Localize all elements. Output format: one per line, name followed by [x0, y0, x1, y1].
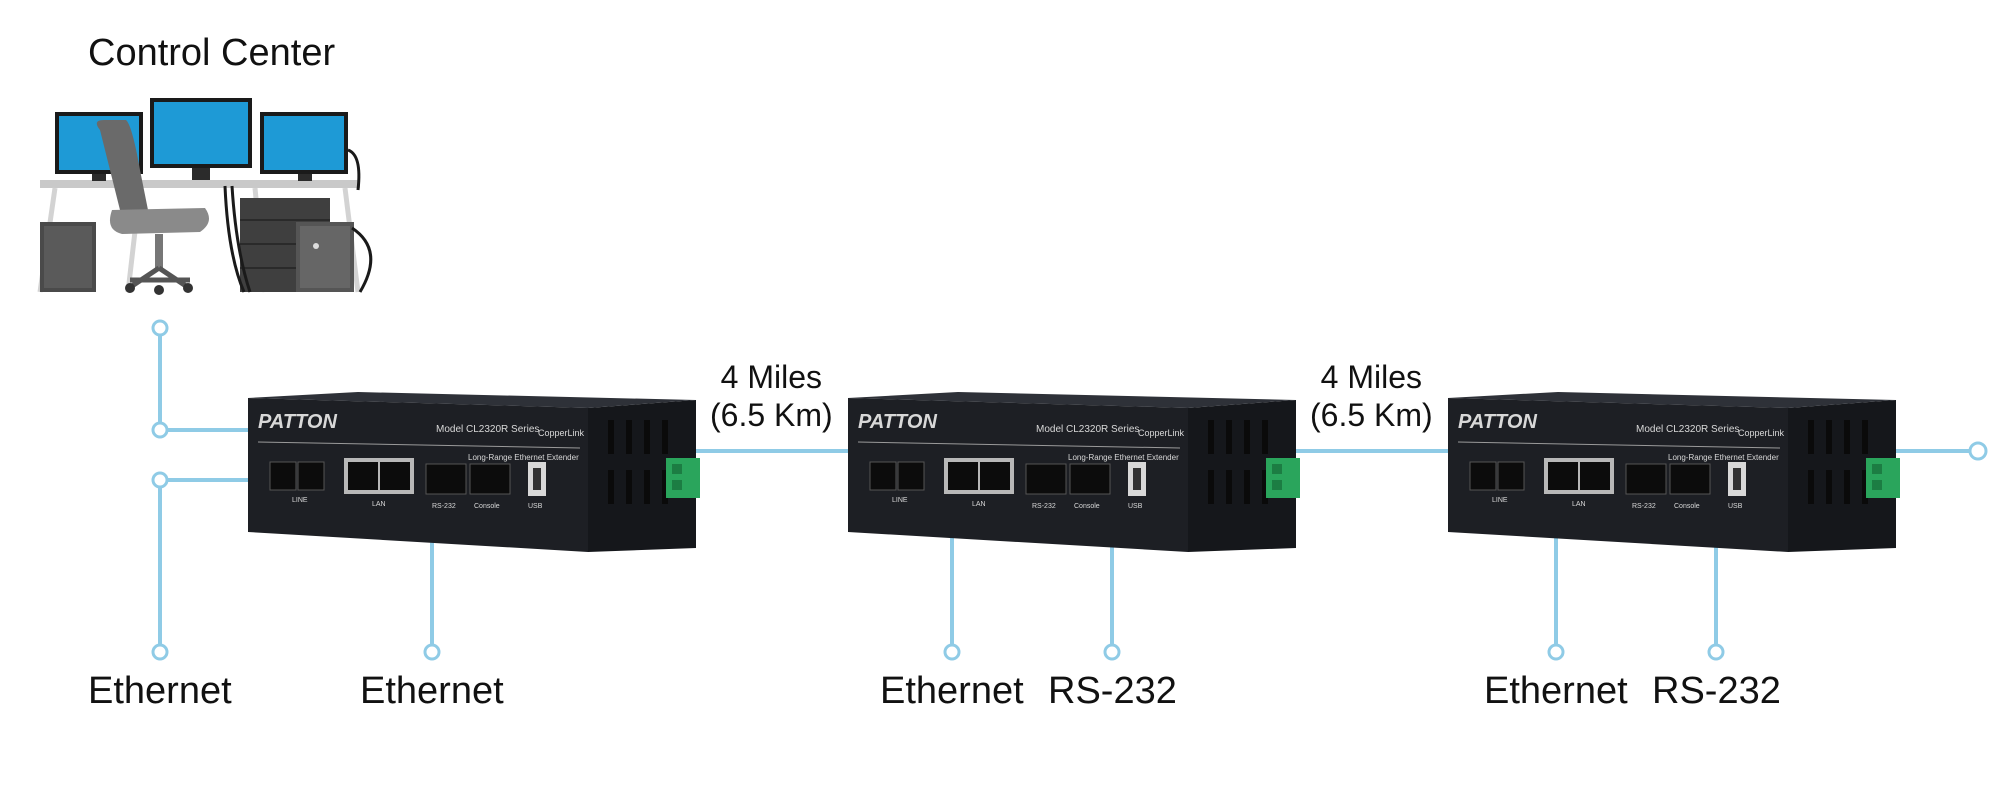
desk-top [40, 180, 360, 188]
svg-text:USB: USB [1728, 503, 1743, 510]
console-port [1069, 463, 1111, 495]
svg-text:USB: USB [1128, 503, 1143, 510]
connector-node [151, 643, 169, 661]
connector-node [151, 421, 169, 439]
monitor-stand [92, 174, 106, 181]
subtitle-text: Long-Range Ethernet Extender [1668, 453, 1779, 462]
link-distance-km: (6.5 Km) [710, 397, 833, 433]
link-distance-miles: 4 Miles [1320, 359, 1423, 395]
console-port [1669, 463, 1711, 495]
series-text: CopperLink [1738, 428, 1785, 438]
label-device2-ethernet: Ethernet [880, 670, 1024, 712]
brand-logo: PATTON [258, 411, 337, 433]
connector-node [1547, 643, 1565, 661]
rj45-port [269, 461, 297, 491]
label-ethernet-control: Ethernet [88, 670, 232, 712]
brand-logo: PATTON [1458, 411, 1537, 433]
rs232-port [425, 463, 467, 495]
svg-text:Console: Console [1674, 503, 1700, 510]
rj45-port [297, 461, 325, 491]
model-text: Model CL2320R Series [1636, 424, 1739, 435]
rj45-port [1497, 461, 1525, 491]
ethernet-extender-device: PATTON Model CL2320R SeriesCopperLinkLong… [248, 392, 700, 552]
terminal-block [1266, 458, 1300, 498]
monitor-screen [264, 116, 344, 170]
link-distance-2: 4 Miles (6.5 Km) [1310, 358, 1433, 434]
svg-text:LINE: LINE [292, 497, 308, 504]
connector-node [423, 643, 441, 661]
svg-text:RS-232: RS-232 [1632, 503, 1656, 510]
pc-tower-panel [300, 226, 350, 288]
connector-node [1103, 643, 1121, 661]
rj45-port [869, 461, 897, 491]
label-device2-rs232: RS-232 [1048, 670, 1177, 712]
rs232-port [1025, 463, 1067, 495]
ethernet-extender-device: PATTON Model CL2320R SeriesCopperLinkLong… [1448, 392, 1900, 552]
link-distance-1: 4 Miles (6.5 Km) [710, 358, 833, 434]
rj45-port [348, 462, 378, 490]
svg-text:USB: USB [528, 503, 543, 510]
rj45-port [1548, 462, 1578, 490]
monitor-cable [347, 148, 361, 191]
svg-text:LAN: LAN [1572, 501, 1586, 508]
subtitle-text: Long-Range Ethernet Extender [1068, 453, 1179, 462]
rj45-port [1580, 462, 1610, 490]
rj45-port [897, 461, 925, 491]
monitor-screen [154, 102, 248, 164]
model-text: Model CL2320R Series [1036, 424, 1139, 435]
svg-text:Console: Console [1074, 503, 1100, 510]
label-device3-rs232: RS-232 [1652, 670, 1781, 712]
terminal-block [1866, 458, 1900, 498]
connector-node [1968, 441, 1988, 461]
connector-node [1707, 643, 1725, 661]
monitor-stand [192, 168, 210, 180]
svg-text:LINE: LINE [1492, 497, 1508, 504]
svg-text:LAN: LAN [972, 501, 986, 508]
monitor-stand [298, 174, 312, 181]
svg-text:LAN: LAN [372, 501, 386, 508]
control-center-title: Control Center [88, 32, 336, 74]
connector-node [151, 319, 169, 337]
rj45-port [1469, 461, 1497, 491]
rj45-port [980, 462, 1010, 490]
pc-tower-panel [44, 226, 92, 288]
console-port [469, 463, 511, 495]
brand-logo: PATTON [858, 411, 937, 433]
svg-text:LINE: LINE [892, 497, 908, 504]
connector-node [151, 471, 169, 489]
rs232-port [1625, 463, 1667, 495]
model-text: Model CL2320R Series [436, 424, 539, 435]
office-chair [96, 120, 209, 295]
subtitle-text: Long-Range Ethernet Extender [468, 453, 579, 462]
label-device1-ethernet: Ethernet [360, 670, 504, 712]
control-center-illustration [37, 98, 373, 295]
label-device3-ethernet: Ethernet [1484, 670, 1628, 712]
series-text: CopperLink [1138, 428, 1185, 438]
svg-text:RS-232: RS-232 [432, 503, 456, 510]
rj45-port [948, 462, 978, 490]
terminal-block [666, 458, 700, 498]
link-distance-km: (6.5 Km) [1310, 397, 1433, 433]
link-distance-miles: 4 Miles [720, 359, 823, 395]
svg-text:Console: Console [474, 503, 500, 510]
series-text: CopperLink [538, 428, 585, 438]
rj45-port [380, 462, 410, 490]
svg-text:RS-232: RS-232 [1032, 503, 1056, 510]
connector-node [943, 643, 961, 661]
ethernet-extender-device: PATTON Model CL2320R SeriesCopperLinkLong… [848, 392, 1300, 552]
